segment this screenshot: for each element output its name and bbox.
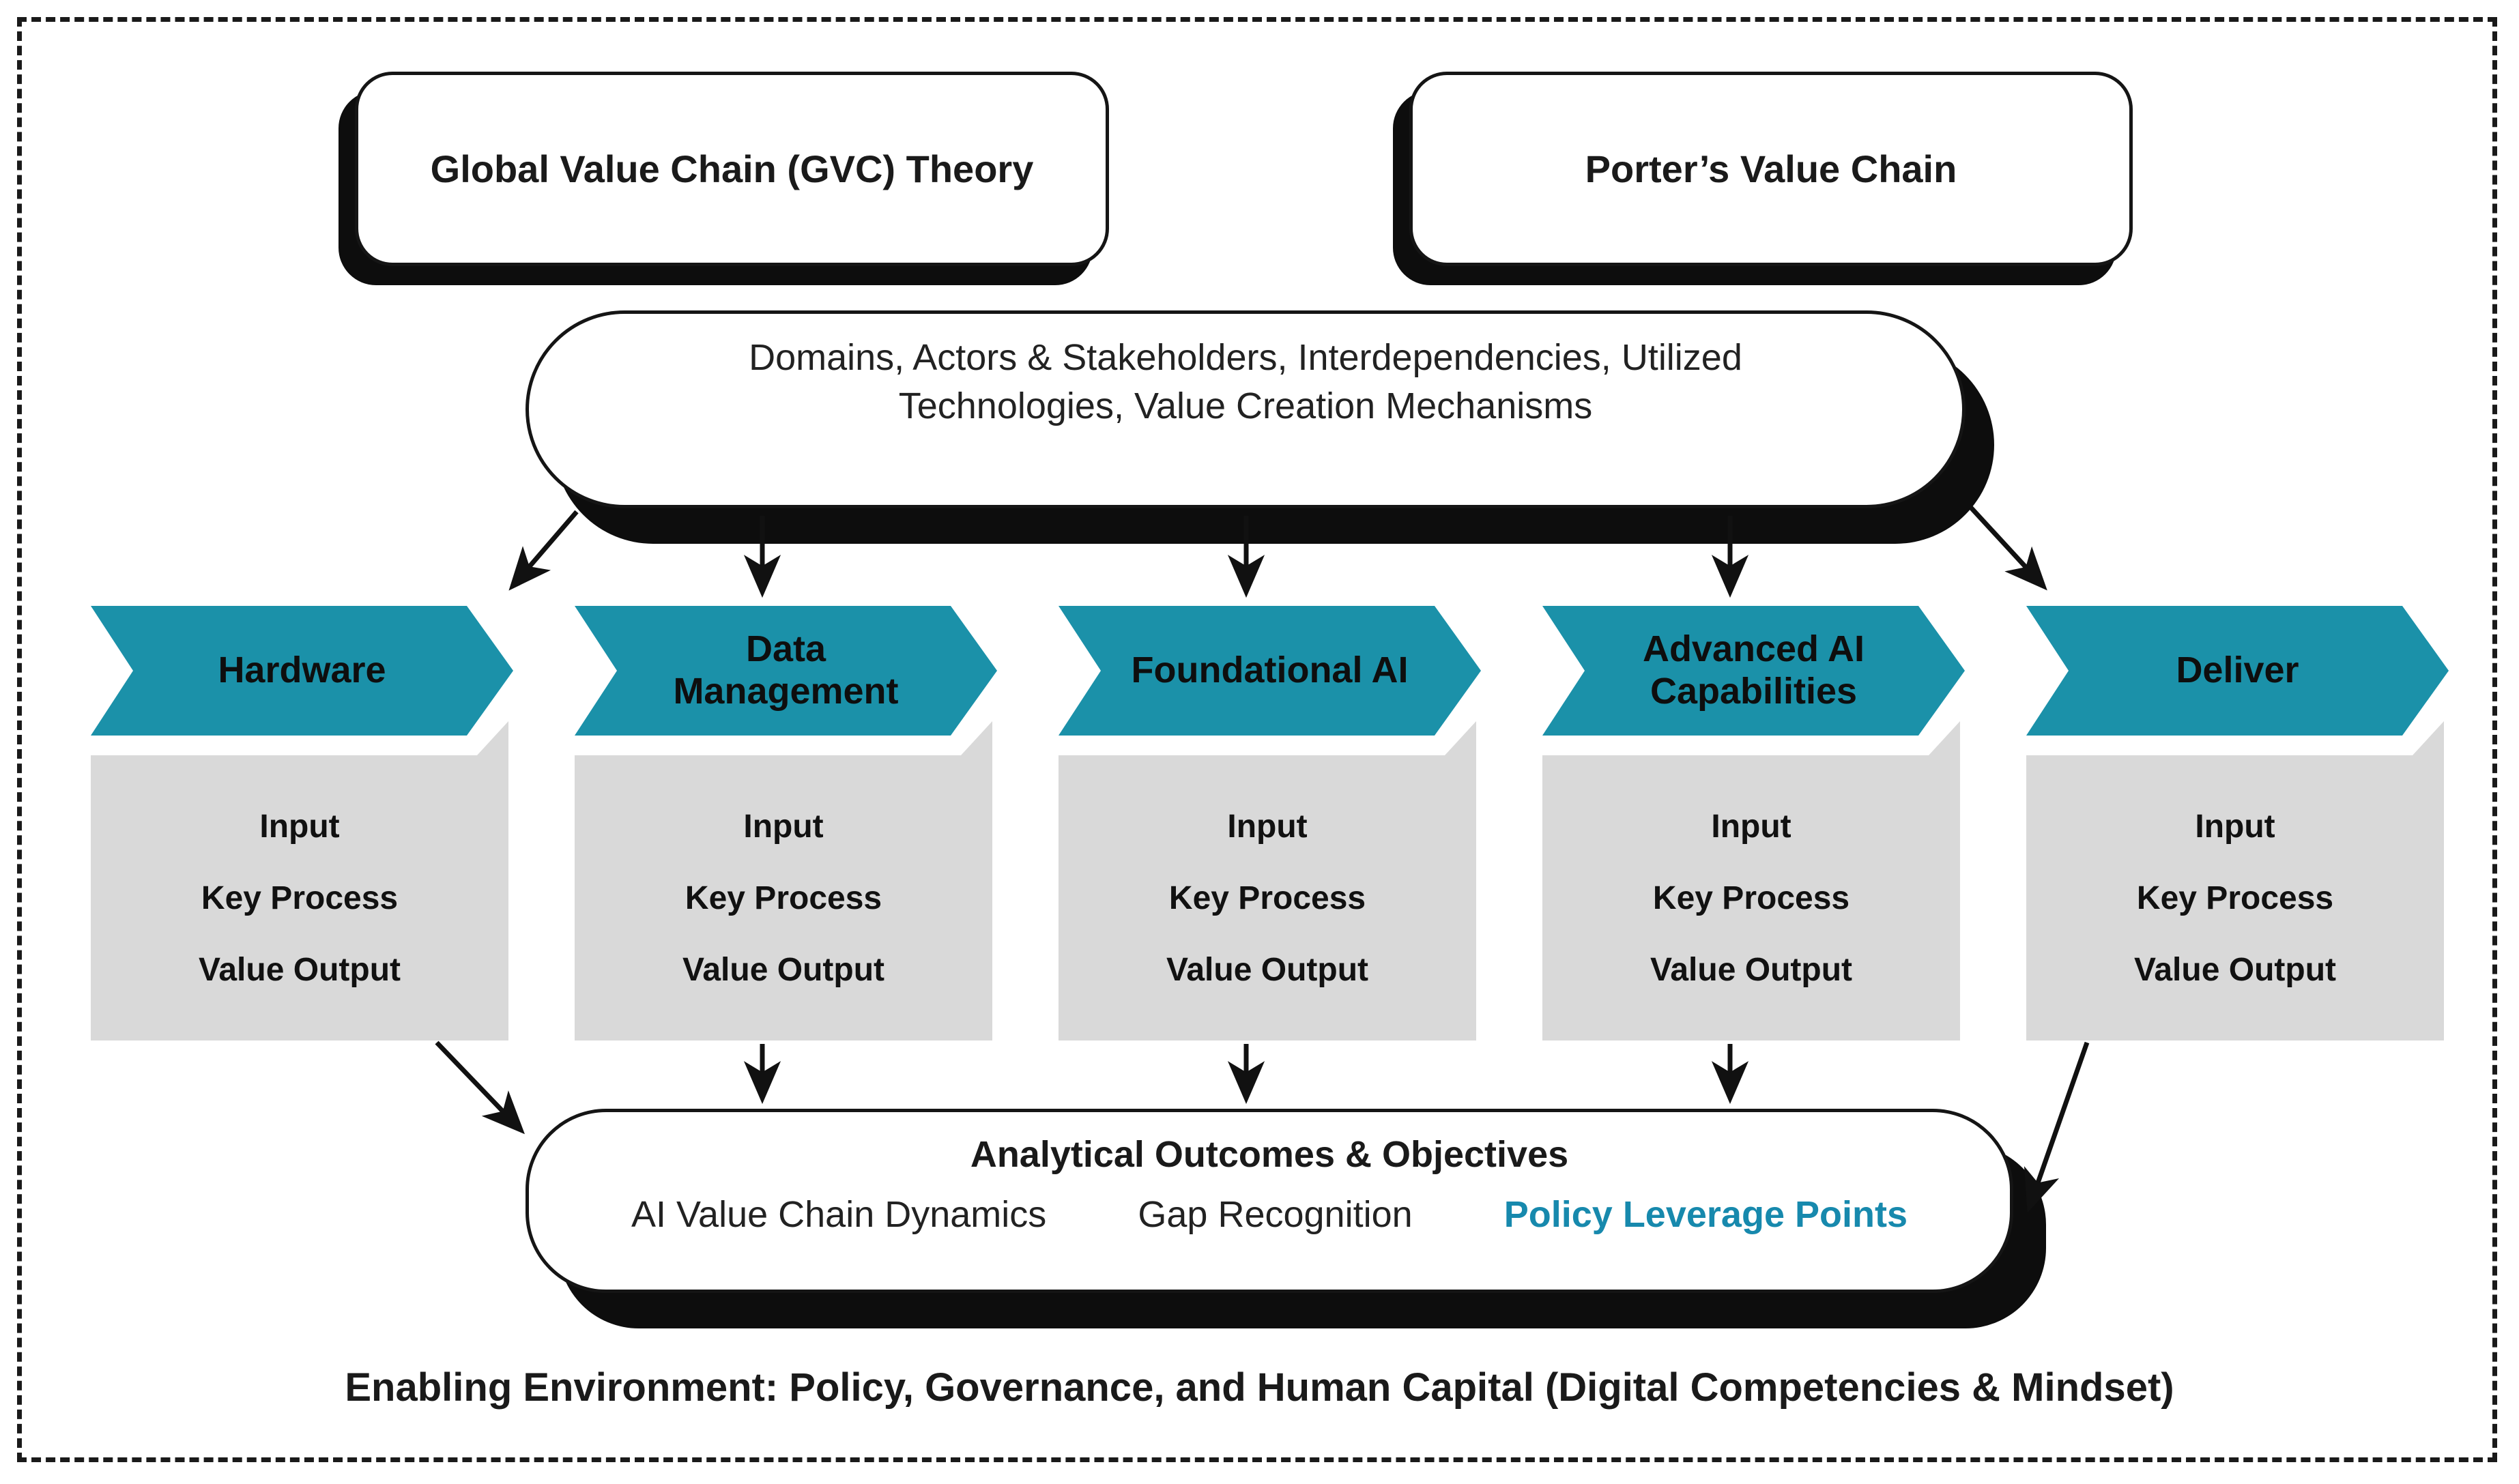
stage-item-key-process: Key Process bbox=[201, 879, 399, 916]
stage-detail-box-advanced-ai: Input Key Process Value Output bbox=[1542, 721, 1960, 1041]
stage-chevron-label: Hardware bbox=[218, 650, 386, 691]
stage-detail-box-data-management: Input Key Process Value Output bbox=[575, 721, 992, 1041]
summary-pill: Domains, Actors & Stakeholders, Interdep… bbox=[526, 310, 1966, 508]
stage-detail-box-foundational-ai: Input Key Process Value Output bbox=[1059, 721, 1476, 1041]
theory-box-gvc: Global Value Chain (GVC) Theory bbox=[355, 72, 1109, 266]
stage-chevron-label: Data Management bbox=[673, 628, 899, 712]
stage-chevron-data-management: Data Management bbox=[575, 606, 997, 736]
stage-chevron-label: Foundational AI bbox=[1131, 650, 1409, 691]
theory-box-porter-label: Porter’s Value Chain bbox=[1585, 147, 1957, 190]
stage-item-value-output: Value Output bbox=[1650, 951, 1852, 988]
enabling-environment-caption: Enabling Environment: Policy, Governance… bbox=[345, 1365, 2174, 1410]
outcome-item-ai-value-chain-dynamics: AI Value Chain Dynamics bbox=[631, 1194, 1047, 1235]
theory-box-porter: Porter’s Value Chain bbox=[1409, 72, 2133, 266]
stage-item-input: Input bbox=[1711, 808, 1791, 845]
outcome-item-gap-recognition: Gap Recognition bbox=[1138, 1194, 1413, 1235]
dashed-border-frame bbox=[17, 17, 2497, 1462]
stage-item-key-process: Key Process bbox=[2136, 879, 2334, 916]
stage-chevron-advanced-ai: Advanced AI Capabilities bbox=[1542, 606, 1965, 736]
stage-item-key-process: Key Process bbox=[685, 879, 882, 916]
stage-item-input: Input bbox=[1227, 808, 1308, 845]
stage-chevron-hardware: Hardware bbox=[91, 606, 513, 736]
stage-chevron-label: Deliver bbox=[2176, 650, 2299, 691]
theory-box-gvc-label: Global Value Chain (GVC) Theory bbox=[430, 147, 1034, 190]
stage-item-input: Input bbox=[259, 808, 340, 845]
stage-item-value-output: Value Output bbox=[1166, 951, 1368, 988]
stage-item-key-process: Key Process bbox=[1652, 879, 1850, 916]
stage-item-value-output: Value Output bbox=[682, 951, 884, 988]
stage-chevron-label: Advanced AI Capabilities bbox=[1642, 628, 1865, 712]
outcome-item-policy-leverage-points: Policy Leverage Points bbox=[1503, 1194, 1908, 1235]
outcomes-title: Analytical Outcomes & Objectives bbox=[970, 1134, 1569, 1175]
stage-chevron-deliver: Deliver bbox=[2026, 606, 2449, 736]
stage-chevron-foundational-ai: Foundational AI bbox=[1059, 606, 1481, 736]
stage-item-input: Input bbox=[743, 808, 824, 845]
stage-detail-box-deliver: Input Key Process Value Output bbox=[2026, 721, 2444, 1041]
outcomes-items-row: AI Value Chain Dynamics Gap Recognition … bbox=[631, 1193, 1908, 1236]
outcomes-box: Analytical Outcomes & Objectives AI Valu… bbox=[526, 1109, 2013, 1293]
stage-item-value-output: Value Output bbox=[198, 951, 401, 988]
stage-item-value-output: Value Output bbox=[2133, 951, 2336, 988]
stage-item-key-process: Key Process bbox=[1168, 879, 1366, 916]
stage-item-input: Input bbox=[2195, 808, 2275, 845]
stage-detail-box-hardware: Input Key Process Value Output bbox=[91, 721, 508, 1041]
summary-pill-text: Domains, Actors & Stakeholders, Interdep… bbox=[749, 336, 1742, 426]
